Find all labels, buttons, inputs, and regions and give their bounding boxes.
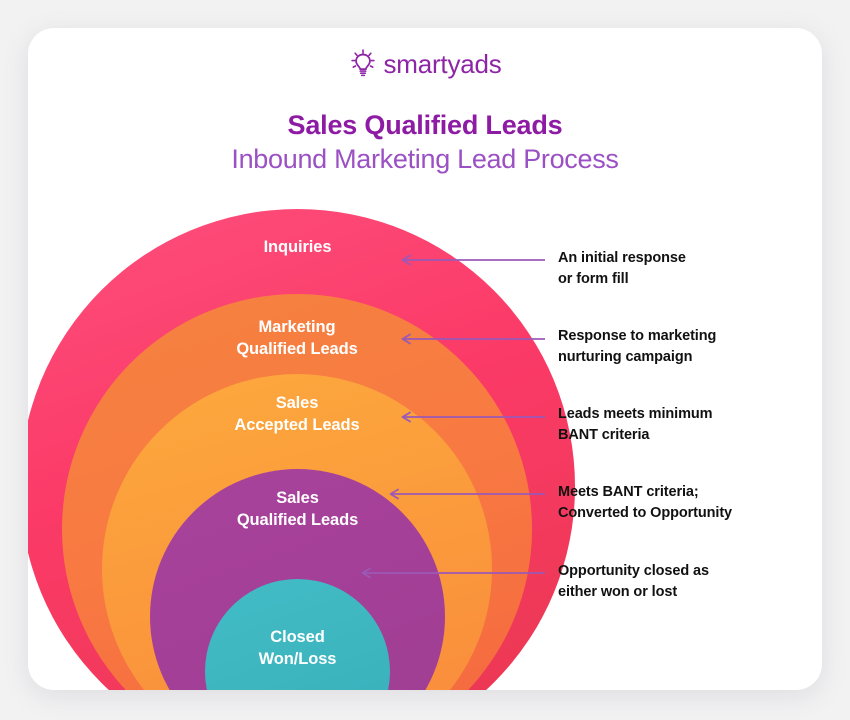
venn-label-sales-qualified-leads: Sales Qualified Leads <box>236 489 359 529</box>
venn-label-inquiries: Inquiries <box>263 238 332 256</box>
annotation-sales-qualified-leads: Meets BANT criteria; Converted to Opport… <box>558 484 733 521</box>
venn-label-marketing-qualified-leads: Marketing Qualified Leads <box>236 318 358 358</box>
page-subtitle: Inbound Marketing Lead Process <box>231 144 619 174</box>
venn-diagram: Inquiries Marketing Qualified Leads Sale… <box>28 28 822 690</box>
annotation-sales-accepted-leads: Leads meets minimum BANT criteria <box>558 406 713 443</box>
page-title: Sales Qualified Leads <box>287 110 563 140</box>
annotation-inquiries: An initial response or form fill <box>558 250 686 287</box>
venn-label-closed-won-loss: Closed Won/Loss <box>258 628 337 668</box>
venn-label-sales-accepted-leads: Sales Accepted Leads <box>234 394 360 434</box>
infographic-card: smartyads Sales Qualified Leads Inbound … <box>28 28 822 690</box>
annotation-closed-won-loss: Opportunity closed as either won or lost <box>558 563 709 600</box>
brand-logo: smartyads <box>28 48 822 78</box>
annotation-marketing-qualified-leads: Response to marketing nurturing campaign <box>558 328 717 365</box>
brand-name: smartyads <box>383 49 502 79</box>
lightbulb-icon <box>348 48 378 78</box>
